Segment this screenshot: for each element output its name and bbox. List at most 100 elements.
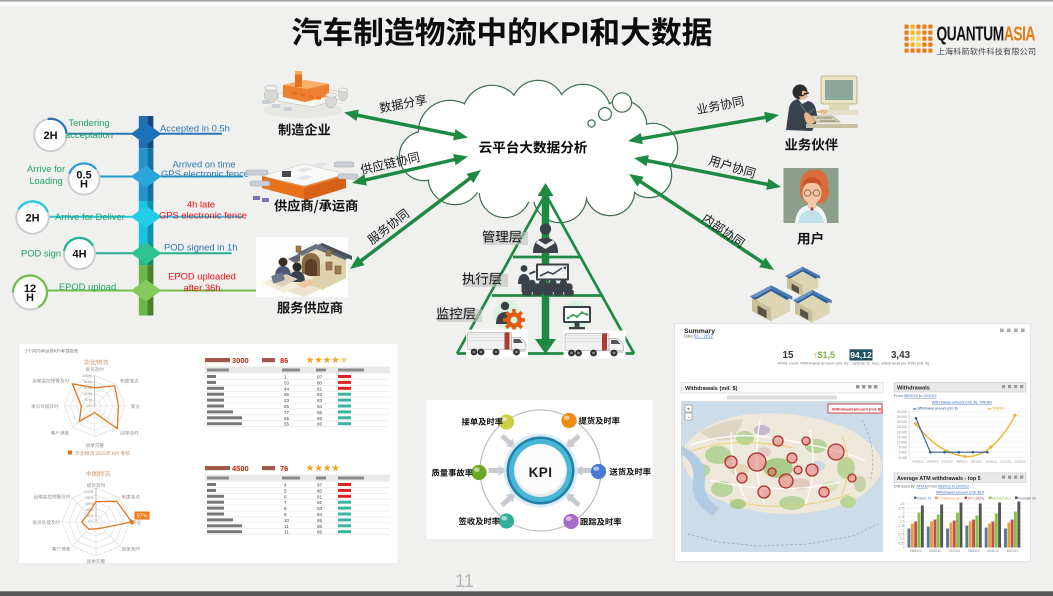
svg-text:acceptation: acceptation — [65, 129, 113, 140]
svg-text:Loading: Loading — [29, 175, 62, 186]
svg-text:0 000: 0 000 — [899, 451, 907, 455]
svg-text:Summary: Summary — [684, 328, 715, 335]
svg-text:97: 97 — [317, 375, 323, 380]
svg-text:POD sign: POD sign — [21, 248, 61, 259]
svg-text:84: 84 — [317, 404, 323, 409]
svg-text:86: 86 — [317, 530, 323, 535]
svg-text:06/2012: 06/2012 — [927, 460, 938, 464]
svg-text:10: 10 — [284, 518, 290, 523]
svg-text:1,75: 1,75 — [898, 515, 904, 519]
svg-text:86: 86 — [317, 422, 323, 427]
svg-text:35 000: 35 000 — [897, 415, 907, 419]
svg-text:3,43: 3,43 — [891, 350, 911, 361]
svg-text:6: 6 — [284, 494, 287, 499]
svg-text:33: 33 — [284, 380, 290, 385]
svg-text:55: 55 — [284, 404, 290, 409]
svg-text:11: 11 — [284, 530, 289, 535]
svg-text:80: 80 — [317, 488, 323, 493]
svg-text:0: 0 — [903, 546, 905, 550]
svg-text:80: 80 — [317, 380, 323, 385]
svg-text:Withdrawal amount (mil. $) #: Withdrawal amount (mil. $) # — [936, 491, 985, 495]
svg-text:Withdrawal amount (mil. $), TR: Withdrawal amount (mil. $), TREND — [932, 401, 993, 405]
svg-text:86: 86 — [317, 416, 323, 421]
svg-text:Element Ave: Element Ave — [992, 496, 1011, 500]
svg-text:1: 1 — [284, 375, 287, 380]
svg-text:Arrive for: Arrive for — [27, 163, 65, 174]
svg-text:-: - — [688, 415, 690, 421]
svg-text:Confidence 91: Confidence 91 — [938, 496, 959, 500]
svg-text:Withdrawal amount (mil. $): Withdrawal amount (mil. $) — [800, 361, 848, 366]
svg-text:11: 11 — [284, 524, 289, 529]
svg-text:ATMs count: ATMs count — [777, 361, 799, 366]
svg-text:Uptime %: Uptime % — [852, 361, 870, 366]
svg-text:Fountain 92: Fountain 92 — [1018, 496, 1036, 500]
svg-text:15 000: 15 000 — [897, 435, 907, 439]
svg-text:H: H — [80, 178, 88, 190]
svg-text:2,25: 2,25 — [898, 507, 904, 511]
svg-text:ATL (3454): ATL (3454) — [968, 496, 984, 500]
svg-text:1,5: 1,5 — [900, 520, 905, 524]
svg-text:Bank1 92: Bank1 92 — [917, 496, 931, 500]
svg-text:12/2012: 12/2012 — [1015, 460, 1026, 464]
svg-text:55: 55 — [284, 416, 290, 421]
svg-text:Arrive for Deliver: Arrive for Deliver — [55, 211, 125, 222]
svg-text:06/2012: 06/2012 — [929, 549, 941, 553]
svg-text:4: 4 — [284, 483, 287, 488]
svg-text:82: 82 — [317, 392, 323, 397]
svg-text:-5 000: -5 000 — [898, 456, 908, 460]
svg-text:84: 84 — [317, 512, 323, 517]
svg-text:76: 76 — [280, 464, 288, 473]
svg-text:86: 86 — [317, 524, 323, 529]
svg-text:86: 86 — [280, 356, 288, 365]
svg-text:Average ATM withdrawals - top: Average ATM withdrawals - top 5 — [897, 476, 981, 482]
svg-text:4h late: 4h late — [187, 199, 215, 210]
svg-text:1,25: 1,25 — [898, 524, 904, 528]
svg-text:10/2012: 10/2012 — [1007, 549, 1019, 553]
svg-text:8: 8 — [284, 506, 287, 511]
svg-text:11/2012: 11/2012 — [1000, 460, 1011, 464]
svg-text:QUANTUMASIA: QUANTUMASIA — [937, 22, 1036, 45]
svg-text:7: 7 — [284, 500, 287, 505]
svg-text:9: 9 — [284, 512, 287, 517]
svg-text:5 000: 5 000 — [899, 446, 907, 450]
svg-text:Arrived on time: Arrived on time — [172, 158, 235, 169]
svg-text:97: 97 — [317, 483, 323, 488]
svg-text:85: 85 — [317, 518, 323, 523]
svg-text:5: 5 — [284, 488, 287, 493]
svg-text:12: 12 — [24, 283, 36, 295]
svg-text:GPS electronic fence: GPS electronic fence — [159, 210, 247, 221]
svg-text:POD signed in 1h: POD signed in 1h — [164, 242, 237, 253]
svg-text:81: 81 — [317, 386, 323, 391]
svg-text:83: 83 — [317, 506, 323, 511]
svg-text:Avg. withdrawal per ATM (mil.: Avg. withdrawal per ATM (mil. $) — [872, 361, 930, 366]
svg-text:44: 44 — [284, 386, 290, 391]
svg-text:08/2012: 08/2012 — [956, 460, 967, 464]
svg-text:83: 83 — [317, 398, 323, 403]
svg-text:10 000: 10 000 — [897, 441, 907, 445]
svg-text:23: 23 — [284, 398, 290, 403]
svg-text:0.5: 0.5 — [76, 170, 91, 182]
svg-text:25 000: 25 000 — [897, 425, 907, 429]
svg-text:EPOD upload: EPOD upload — [59, 281, 116, 292]
svg-text:0,75: 0,75 — [898, 533, 904, 537]
svg-text:09/2012: 09/2012 — [971, 460, 982, 464]
svg-text:97%: 97% — [136, 514, 147, 520]
svg-text:Drill down by: ATM id From 05: Drill down by: ATM id From 05/2012 to 10… — [894, 485, 969, 489]
svg-text:55: 55 — [284, 422, 290, 427]
svg-text:KPI: KPI — [529, 465, 553, 480]
svg-text:15: 15 — [783, 350, 794, 361]
svg-text:10/2012: 10/2012 — [985, 460, 996, 464]
svg-text:after 36h: after 36h — [183, 282, 220, 293]
svg-text:11: 11 — [455, 571, 474, 591]
svg-text:Withdrawals (mil. $): Withdrawals (mil. $) — [685, 386, 738, 392]
svg-text:H: H — [26, 292, 34, 304]
svg-text:2: 2 — [903, 511, 905, 515]
svg-text:2H: 2H — [43, 130, 57, 142]
svg-text:07/2012: 07/2012 — [949, 549, 961, 553]
svg-text:40 000: 40 000 — [897, 410, 907, 414]
svg-text:Withdrawal amount (mil. $): Withdrawal amount (mil. $) — [832, 407, 882, 412]
svg-text:Tendering: Tendering — [68, 117, 109, 128]
svg-text:20 000: 20 000 — [897, 430, 907, 434]
svg-text:4H: 4H — [72, 249, 86, 261]
svg-text:0,25: 0,25 — [898, 541, 904, 545]
